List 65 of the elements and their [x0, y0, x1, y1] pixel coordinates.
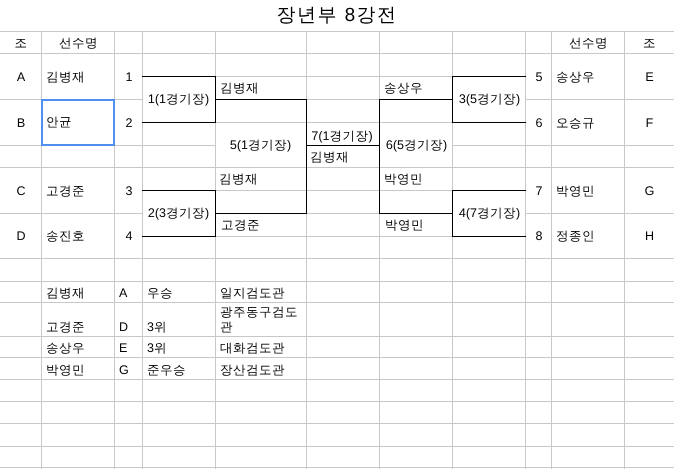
group-letter: B	[16, 116, 26, 130]
player-name: 송상우	[556, 70, 595, 84]
match-bracket	[452, 190, 526, 237]
group-letter: G	[119, 363, 129, 378]
seed-number: 2	[126, 116, 132, 130]
player-name: 김병재	[310, 150, 349, 164]
result-label: 3위	[147, 341, 167, 356]
player-name: 고경준	[46, 320, 85, 335]
match-label: 6(5경기장)	[386, 138, 448, 153]
player-name: 안균	[46, 115, 72, 130]
match-label: 7(1경기장)	[311, 129, 373, 144]
player-name: 김병재	[219, 172, 258, 187]
player-name: 박영민	[385, 218, 424, 233]
match-bracket	[215, 99, 307, 214]
player-name: 김병재	[46, 286, 85, 301]
group-letter: E	[645, 70, 654, 84]
group-letter: D	[119, 320, 128, 335]
match-label: 4(7경기장)	[458, 206, 520, 221]
player-name: 송진호	[46, 229, 85, 244]
seed-number: 1	[126, 70, 132, 84]
group-letter: F	[646, 116, 654, 130]
column-header: 선수명	[569, 36, 608, 50]
seed-number: 5	[536, 70, 542, 84]
match-label: 2(3경기장)	[148, 206, 210, 221]
player-name: 정종인	[556, 229, 595, 244]
player-name: 송상우	[46, 341, 85, 356]
match-label: 5(1경기장)	[230, 138, 292, 153]
seed-number: 7	[536, 184, 542, 198]
group-letter: A	[16, 70, 26, 84]
player-name: 박영민	[384, 172, 423, 187]
player-name: 김병재	[46, 70, 85, 84]
match-bracket	[142, 76, 216, 123]
match-bracket	[142, 190, 216, 237]
player-name: 고경준	[221, 218, 260, 233]
seed-number: 3	[126, 184, 132, 198]
group-letter: H	[644, 229, 654, 244]
player-name: 김병재	[220, 81, 259, 96]
match-label: 1(1경기장)	[148, 92, 210, 107]
seed-number: 6	[536, 116, 542, 130]
player-name: 고경준	[46, 184, 85, 198]
dojo-name: 대화검도관	[220, 341, 285, 356]
group-letter: C	[16, 184, 26, 198]
player-name: 박영민	[556, 184, 595, 198]
column-header: 선수명	[59, 36, 98, 50]
player-name: 오승규	[556, 116, 595, 130]
result-label: 준우승	[147, 363, 186, 378]
seed-number: 4	[126, 229, 132, 244]
group-letter: G	[644, 184, 654, 198]
player-name: 송상우	[384, 81, 423, 96]
column-header: 조	[643, 36, 656, 50]
match-bracket	[379, 99, 453, 214]
dojo-name: 장산검도관	[220, 363, 285, 378]
column-header: 조	[14, 36, 28, 50]
match-label: 3(5경기장)	[458, 92, 520, 107]
seed-number: 8	[536, 229, 542, 244]
result-label: 우승	[147, 286, 173, 301]
group-letter: A	[119, 286, 128, 301]
dojo-name: 일지검도관	[220, 286, 285, 301]
group-letter: D	[16, 229, 26, 244]
match-bracket	[452, 76, 526, 123]
result-label: 3위	[147, 320, 167, 335]
player-name: 박영민	[46, 363, 85, 378]
dojo-name: 광주동구검도관	[220, 305, 299, 335]
group-letter: E	[119, 341, 128, 356]
title: 장년부 8강전	[276, 5, 398, 27]
